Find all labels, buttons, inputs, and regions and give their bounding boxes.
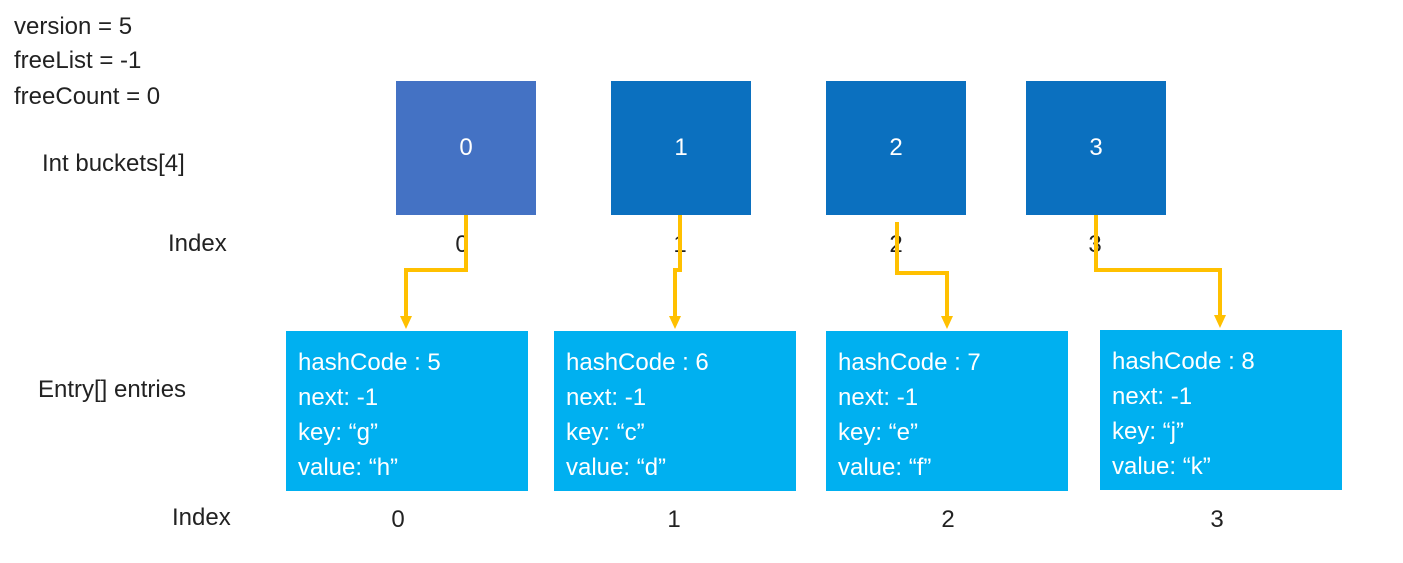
entry-index-2: 2	[941, 506, 955, 533]
version-text: version = 5	[14, 13, 133, 40]
entry-hashcode: hashCode : 8	[1112, 348, 1255, 375]
bucket-label: 0	[459, 134, 473, 161]
entry-next: next: -1	[566, 384, 647, 411]
bucket-label: 3	[1089, 134, 1103, 161]
bucket-index-0: 0	[455, 231, 469, 258]
bucket-1: 1	[611, 81, 751, 215]
bucket-0: 0	[396, 81, 536, 215]
bucket-index-3: 3	[1088, 231, 1102, 258]
entry-3: hashCode : 8 next: -1 key: “j” value: “k…	[1100, 330, 1342, 490]
entries-label: Entry[] entries	[38, 376, 187, 403]
arrowhead-1	[669, 316, 681, 329]
entry-index-0: 0	[391, 506, 405, 533]
entry-2: hashCode : 7 next: -1 key: “e” value: “f…	[826, 331, 1068, 491]
arrowhead-2	[941, 316, 953, 329]
bucket-index-label: Index	[168, 230, 227, 257]
entry-hashcode: hashCode : 5	[298, 349, 441, 376]
buckets-label: Int buckets[4]	[42, 150, 185, 177]
bucket-2: 2	[826, 81, 966, 215]
bucket-index-1: 1	[673, 231, 687, 258]
entry-next: next: -1	[838, 384, 919, 411]
arrowhead-0	[400, 316, 412, 329]
bucket-label: 2	[889, 134, 903, 161]
entry-key: key: “c”	[566, 419, 645, 446]
entry-index-label: Index	[172, 504, 231, 531]
freecount-text: freeCount = 0	[14, 83, 161, 110]
entry-value: value: “h”	[298, 454, 399, 481]
entry-key: key: “g”	[298, 419, 379, 446]
entry-index-3: 3	[1210, 506, 1224, 533]
entry-next: next: -1	[298, 384, 379, 411]
entry-next: next: -1	[1112, 383, 1193, 410]
freelist-text: freeList = -1	[14, 47, 142, 74]
entry-value: value: “d”	[566, 454, 667, 481]
entry-hashcode: hashCode : 7	[838, 349, 981, 376]
entry-1: hashCode : 6 next: -1 key: “c” value: “d…	[554, 331, 796, 491]
bucket-index-2: 2	[889, 231, 903, 258]
arrowhead-3	[1214, 315, 1226, 328]
entry-value: value: “k”	[1112, 453, 1211, 480]
entry-value: value: “f”	[838, 454, 932, 481]
entry-hashcode: hashCode : 6	[566, 349, 709, 376]
entry-index-1: 1	[667, 506, 681, 533]
bucket-label: 1	[674, 134, 688, 161]
entry-0: hashCode : 5 next: -1 key: “g” value: “h…	[286, 331, 528, 491]
entry-key: key: “j”	[1112, 418, 1184, 445]
bucket-3: 3	[1026, 81, 1166, 215]
entry-key: key: “e”	[838, 419, 919, 446]
